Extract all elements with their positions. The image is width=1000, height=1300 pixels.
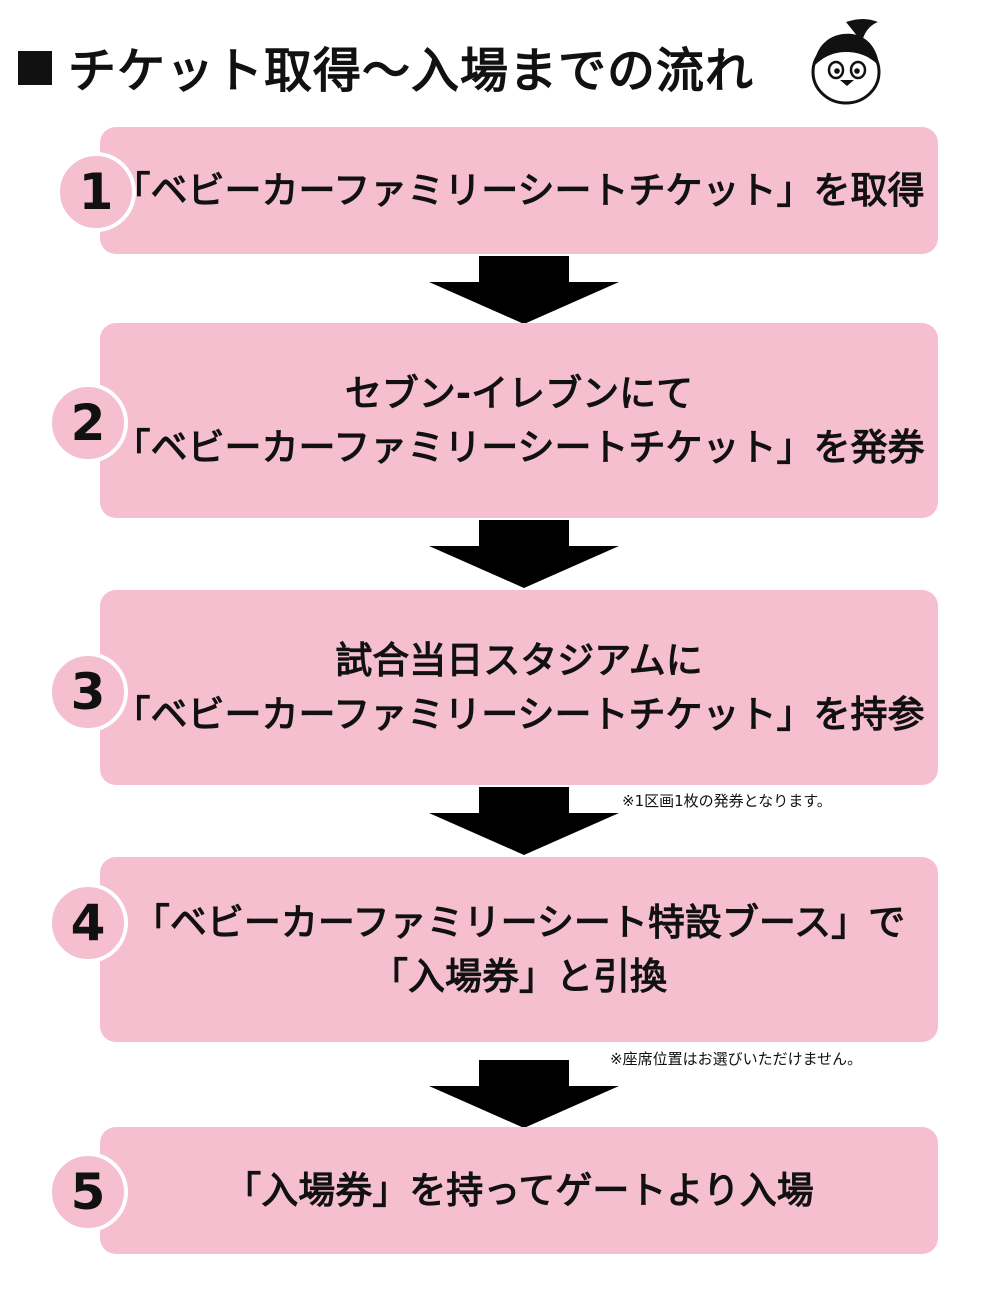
step-1-box: 「ベビーカーファミリーシートチケット」を取得 bbox=[100, 127, 938, 254]
black-square-icon bbox=[18, 51, 52, 85]
penguin-mascot-icon bbox=[811, 19, 881, 105]
step-1-number: 1 bbox=[56, 152, 136, 232]
step-3-box: 試合当日スタジアムに 「ベビーカーファミリーシートチケット」を持参 bbox=[100, 590, 938, 785]
step-3-text-line-2: 「ベビーカーファミリーシートチケット」を持参 bbox=[113, 692, 925, 736]
step-5-text: 「入場券」を持ってゲートより入場 bbox=[224, 1168, 814, 1212]
step-4-text-line-2: 「入場券」と引換 bbox=[371, 954, 667, 998]
page-title-text: チケット取得〜入場までの流れ bbox=[68, 43, 755, 99]
down-arrow-icon bbox=[429, 256, 619, 324]
step-4-note: ※座席位置はお選びいただけません。 bbox=[610, 1050, 863, 1068]
step-1-text: 「ベビーカーファミリーシートチケット」を取得 bbox=[113, 168, 925, 212]
step-3-number: 3 bbox=[48, 652, 128, 732]
down-arrow-icon bbox=[429, 1060, 619, 1128]
step-5-number: 5 bbox=[48, 1152, 128, 1232]
step-2-text-line-1: セブン-イレブンにて bbox=[344, 371, 694, 415]
step-3-text-line-1: 試合当日スタジアムに bbox=[335, 638, 703, 682]
step-2-box: セブン-イレブンにて 「ベビーカーファミリーシートチケット」を発券 bbox=[100, 323, 938, 518]
step-5-box: 「入場券」を持ってゲートより入場 bbox=[100, 1127, 938, 1254]
step-4-number: 4 bbox=[48, 883, 128, 963]
step-2-number: 2 bbox=[48, 383, 128, 463]
step-4-box: 「ベビーカーファミリーシート特設ブース」で 「入場券」と引換 bbox=[100, 857, 938, 1042]
down-arrow-icon bbox=[429, 787, 619, 855]
down-arrow-icon bbox=[429, 520, 619, 588]
step-3-note: ※1区画1枚の発券となります。 bbox=[622, 792, 832, 810]
step-2-text-line-2: 「ベビーカーファミリーシートチケット」を発券 bbox=[113, 425, 925, 469]
step-4-text-line-1: 「ベビーカーファミリーシート特設ブース」で bbox=[132, 900, 906, 944]
page-title: チケット取得〜入場までの流れ bbox=[18, 28, 754, 104]
